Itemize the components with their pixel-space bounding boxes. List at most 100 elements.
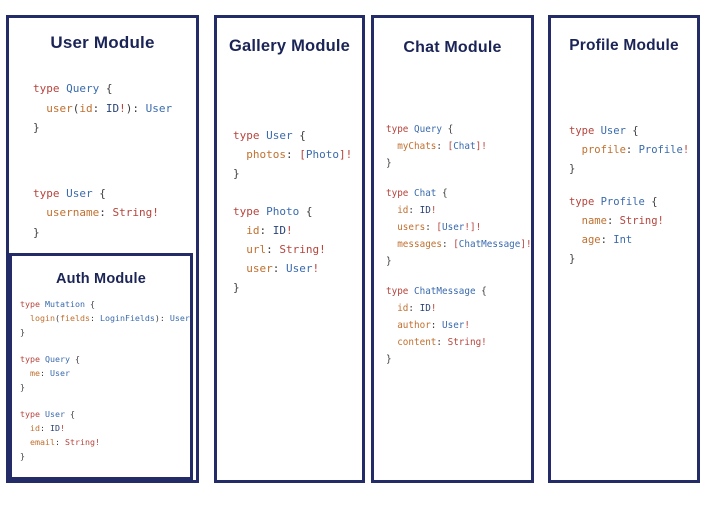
code-line: id: ID!	[233, 221, 362, 240]
code-token: type	[20, 354, 45, 364]
code-token: User	[169, 313, 190, 323]
code-token: :	[425, 222, 437, 233]
code-token: {	[64, 409, 75, 419]
code-line: user(id: ID!): User	[33, 99, 196, 119]
profile-module-code: type User { profile: Profile!}type Profi…	[569, 122, 697, 269]
code-token: }	[20, 451, 25, 461]
code-token	[386, 337, 397, 348]
code-token: Query	[44, 354, 70, 364]
code-token	[386, 320, 397, 331]
code-token: }	[569, 253, 576, 265]
code-token	[569, 144, 582, 156]
code-block: type Profile { name: String! age: Int}	[569, 193, 697, 269]
code-token: user	[246, 262, 273, 275]
code-token: !	[464, 320, 470, 331]
code-token: !	[60, 423, 65, 433]
code-block: type Query { myChats: [Chat]!}	[386, 121, 531, 172]
code-token: type	[386, 286, 414, 297]
code-token: }	[386, 256, 392, 267]
code-line: messages: [ChatMessage]!	[386, 236, 531, 253]
auth-module-card: Auth Module type Mutation { login(fields…	[9, 253, 193, 480]
code-token: type	[569, 196, 601, 208]
code-token: String!	[64, 437, 100, 447]
code-token: :	[92, 101, 106, 115]
code-token: {	[92, 186, 106, 200]
code-token: :	[54, 437, 65, 447]
code-line: type Photo {	[233, 202, 362, 221]
code-token: ID	[419, 303, 431, 314]
code-token: Chat	[453, 141, 476, 152]
code-line: type Query {	[386, 121, 531, 138]
code-token: type	[233, 205, 267, 218]
user-module-code: type Query { user(id: ID!): User}type Us…	[33, 79, 196, 242]
code-line: }	[386, 351, 531, 368]
code-token	[233, 148, 246, 161]
code-token: ]!	[520, 239, 532, 250]
code-token: photos	[246, 148, 286, 161]
gallery-module-code: type User { photos: [Photo]!}type Photo …	[233, 126, 362, 297]
code-token: :	[430, 320, 442, 331]
code-token: !	[430, 303, 437, 314]
code-token: Mutation	[44, 299, 85, 309]
code-line: type User {	[569, 122, 697, 141]
code-token	[33, 206, 46, 219]
code-token	[20, 313, 30, 323]
code-token: Profile	[638, 144, 683, 156]
code-token: :	[625, 144, 639, 156]
code-line: }	[20, 380, 190, 394]
code-token: {	[299, 205, 313, 218]
code-token: :	[286, 148, 300, 161]
code-token	[386, 303, 397, 314]
code-token: User	[266, 129, 293, 142]
code-token: {	[292, 129, 306, 142]
code-token: [	[299, 148, 306, 161]
code-token: {	[99, 82, 113, 95]
code-token: Photo	[266, 205, 300, 218]
chat-module-code: type Query { myChats: [Chat]!}type Chat …	[386, 121, 532, 368]
code-token: id	[30, 423, 40, 433]
code-token: user	[46, 101, 73, 115]
code-token: type	[386, 124, 414, 135]
code-token: :	[272, 262, 286, 275]
code-token: User	[66, 186, 93, 200]
code-token: Int	[613, 234, 633, 246]
code-token: age	[581, 234, 601, 246]
code-token: :	[99, 206, 113, 219]
auth-module-code: type Mutation { login(fields: LoginField…	[20, 297, 190, 463]
code-token: !	[682, 144, 690, 156]
gallery-module-title: Gallery Module	[228, 37, 351, 55]
code-token: id	[397, 205, 409, 216]
code-line: user: User!	[233, 259, 362, 278]
code-token: :	[408, 303, 420, 314]
chat-module-title: Chat Module	[403, 39, 502, 56]
code-token: User	[286, 262, 313, 275]
code-token: Chat	[414, 188, 437, 199]
code-token: ChatMessage	[414, 286, 476, 297]
code-token: username	[46, 206, 100, 219]
user-module-card: User Module type Query { user(id: ID!): …	[6, 15, 199, 483]
code-token: type	[569, 125, 601, 137]
code-line: myChats: [Chat]!	[386, 138, 531, 155]
code-line: }	[20, 325, 190, 339]
code-token: !	[430, 205, 437, 216]
code-token: String!	[619, 215, 664, 227]
code-line: }	[20, 449, 190, 463]
code-token	[569, 215, 582, 227]
code-line: type Query {	[33, 79, 196, 99]
code-line: age: Int	[569, 231, 697, 250]
code-token: User	[600, 125, 626, 137]
user-module-title: User Module	[50, 33, 155, 52]
code-token: }	[233, 167, 240, 180]
code-token: String!	[112, 206, 159, 219]
code-block: type User { profile: Profile!}	[569, 122, 697, 179]
code-line: login(fields: LoginFields): User	[20, 311, 190, 325]
code-token	[233, 243, 246, 256]
code-token: ID	[419, 205, 431, 216]
code-token: id	[397, 303, 409, 314]
code-token: ):	[125, 101, 146, 115]
code-line: type ChatMessage {	[386, 283, 531, 300]
code-token: id	[79, 101, 93, 115]
code-token: :	[40, 368, 50, 378]
code-token: users	[397, 222, 426, 233]
code-token: (	[72, 101, 80, 115]
